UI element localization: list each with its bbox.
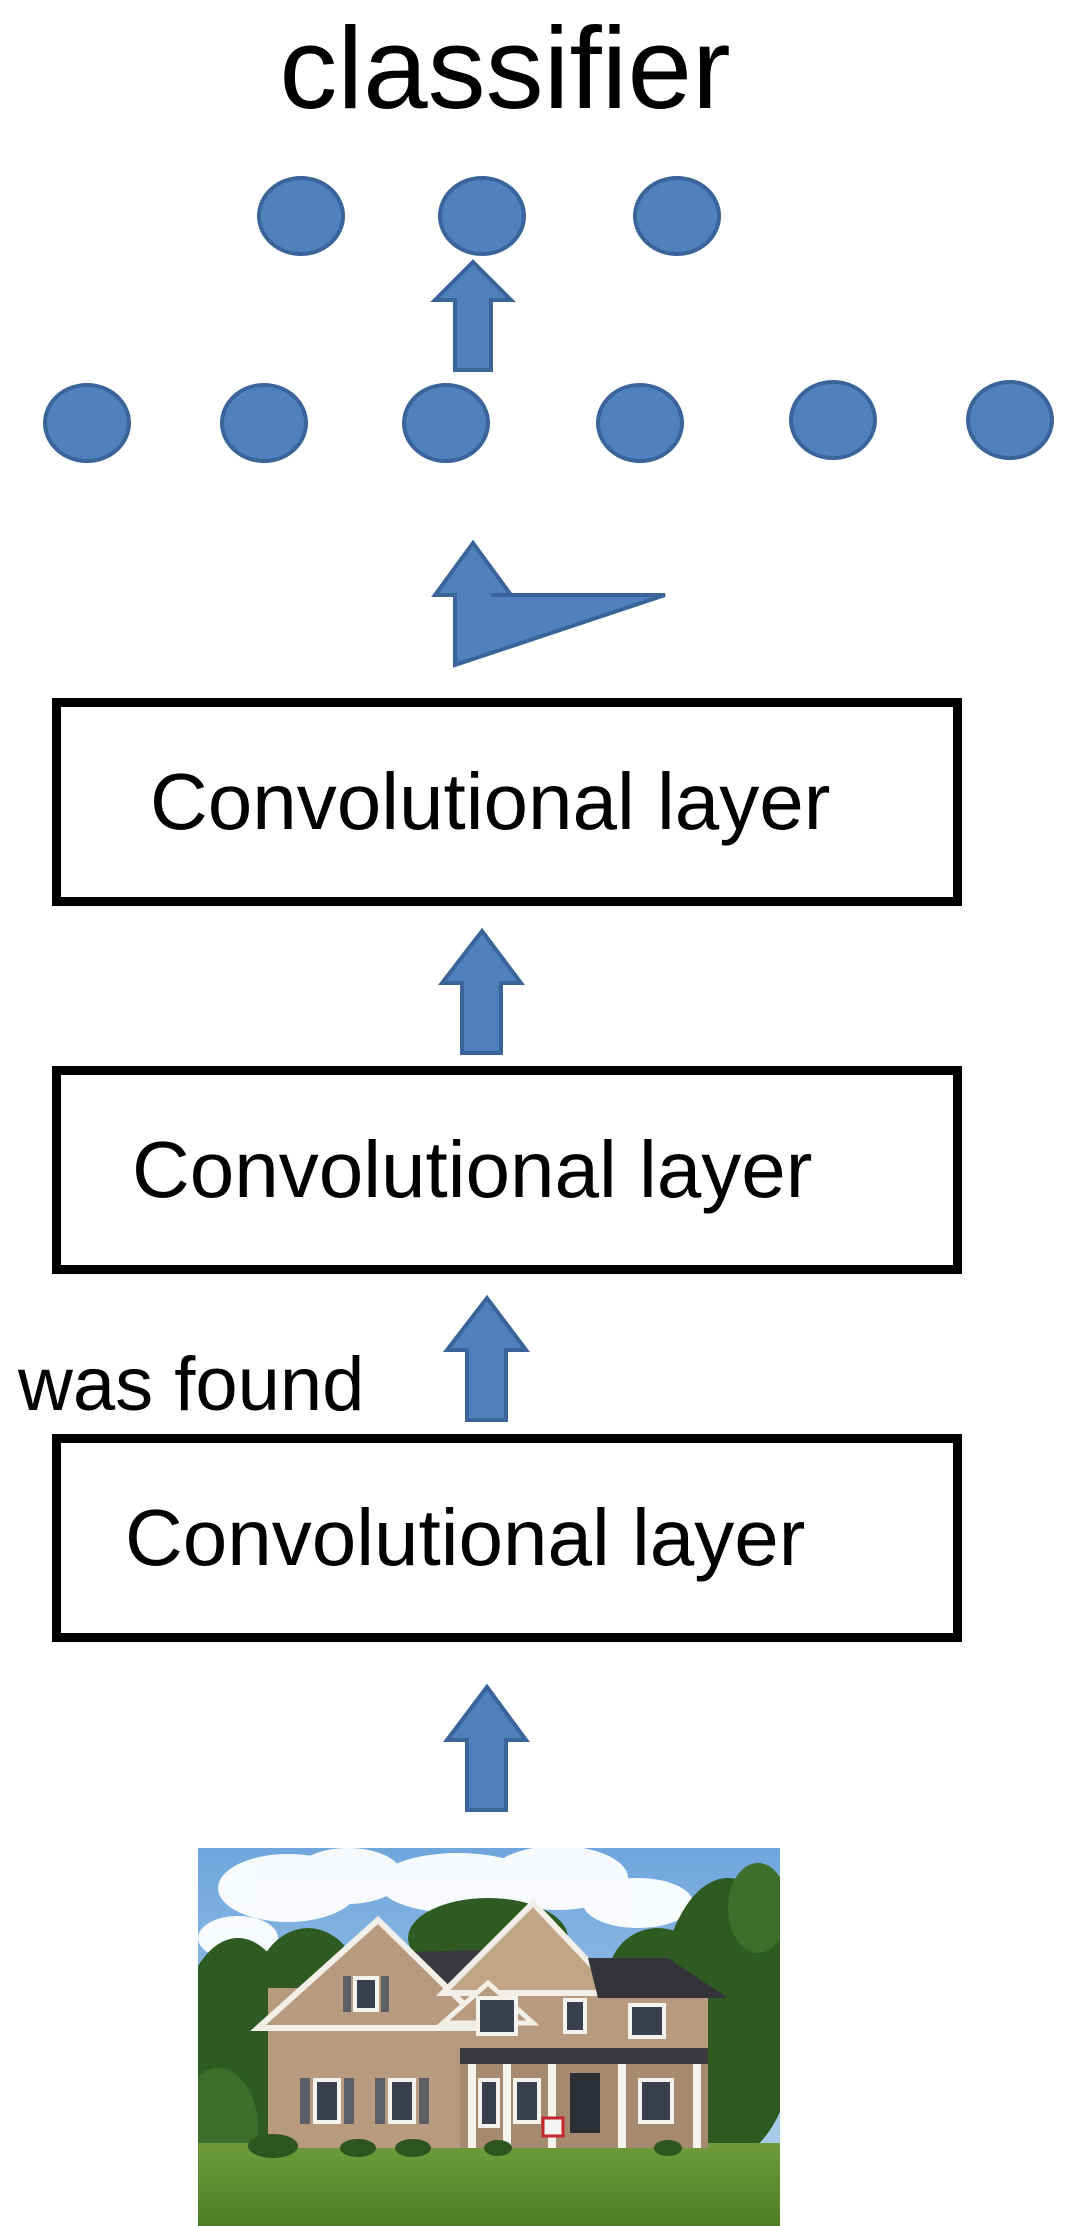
hidden-node-5 [789,380,877,460]
hidden-node-1 [43,383,131,463]
layer-label: Convolutional layer [132,1125,813,1214]
up-arrow-icon [437,927,525,1055]
output-node-2 [438,176,526,256]
convolutional-layer-box: Convolutional layer [52,698,962,906]
convolutional-layer-box: Convolutional layer [52,1434,962,1642]
house-photo [198,1848,780,2226]
output-node-1 [257,176,345,256]
hidden-node-2 [220,383,308,463]
was-found-text: was found [18,1342,365,1427]
layer-label: Convolutional layer [150,757,831,846]
layer-label: Convolutional layer [125,1493,806,1582]
convolutional-layer-box: Convolutional layer [52,1066,962,1274]
up-arrow-icon [442,1294,530,1422]
up-arrow-icon [442,1683,530,1812]
up-arrow-icon [431,539,666,668]
hidden-node-4 [596,383,684,463]
output-node-3 [633,176,721,256]
hidden-node-6 [966,380,1054,460]
classifier-title: classifier [279,3,731,133]
hidden-node-3 [402,383,490,463]
up-arrow-icon [430,259,516,372]
